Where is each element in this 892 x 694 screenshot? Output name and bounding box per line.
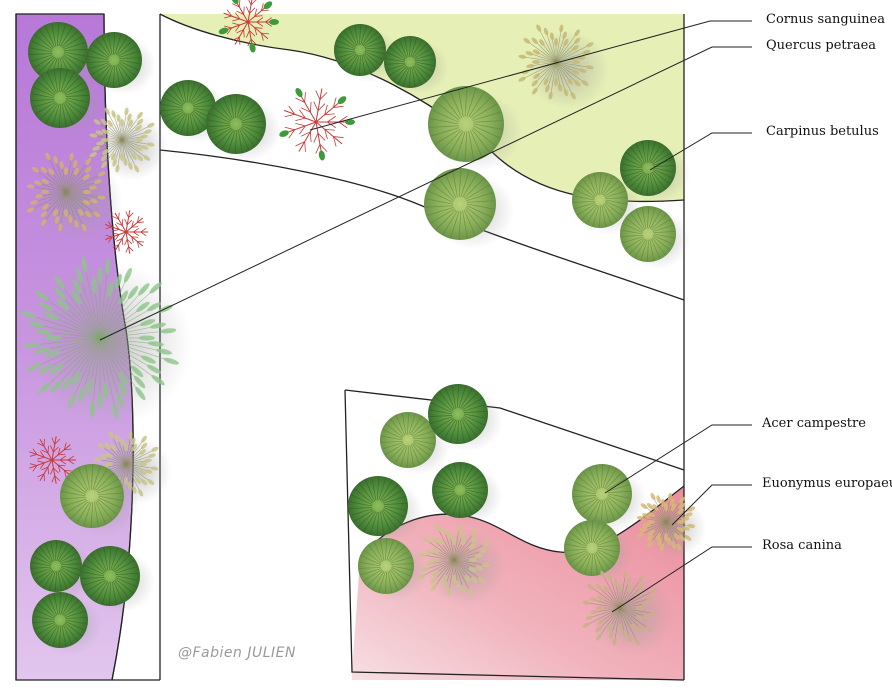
leader-quercus <box>99 46 752 341</box>
shrub-top-4 <box>384 36 449 95</box>
cornus-left-1 <box>105 210 148 254</box>
shrub-top-5 <box>428 86 523 172</box>
shrub-left-4 <box>60 464 140 536</box>
shrub-top-2 <box>206 94 281 162</box>
shrub-left-6 <box>80 546 155 614</box>
shrub-left-3 <box>30 68 105 136</box>
leader-rosa <box>611 546 752 613</box>
quercus-petraea-tree <box>21 256 192 426</box>
shrub-left-7 <box>32 592 102 655</box>
shrub-left-airy-2 <box>26 152 123 243</box>
leader-carpinus <box>649 132 752 171</box>
label-euonymus-europaeus: Euonymus europaeus <box>762 476 892 491</box>
shrub-top-airy <box>518 24 610 110</box>
leader-acer <box>604 424 752 494</box>
label-quercus-petraea: Quercus petraea <box>766 38 877 53</box>
shrub-low-5 <box>358 538 428 601</box>
shrub-top-3 <box>334 24 399 83</box>
shrub-low-2 <box>428 384 503 452</box>
label-rosa-canina: Rosa canina <box>762 538 842 553</box>
euonymus-europaeus-shrub <box>636 492 707 558</box>
leader-euonymus <box>671 484 752 526</box>
shrub-low-3 <box>348 476 423 544</box>
shrub-left-5 <box>30 540 95 599</box>
leader-cornus <box>309 20 752 131</box>
shrub-left-airy-1 <box>89 107 168 181</box>
cornus-left-2 <box>29 436 76 484</box>
carpinus-betulus-3 <box>620 206 690 269</box>
shrub-top-6 <box>424 168 514 249</box>
carpinus-betulus-1 <box>620 140 690 204</box>
leader-lines <box>99 20 752 613</box>
label-cornus-sanguinea: Cornus sanguinea <box>766 12 885 27</box>
shrub-low-4 <box>432 462 502 525</box>
cornus-sanguinea-shrub <box>279 87 355 161</box>
acer-campestre-1 <box>572 464 647 532</box>
cornus-top <box>218 0 279 53</box>
plants <box>21 0 707 656</box>
shrub-left-2 <box>86 32 156 95</box>
label-acer-campestre: Acer campestre <box>762 416 866 431</box>
author-credit: @Fabien JULIEN <box>178 645 296 661</box>
shrub-low-airy <box>418 524 506 606</box>
acer-campestre-2 <box>564 520 634 583</box>
label-carpinus-betulus: Carpinus betulus <box>766 124 879 139</box>
